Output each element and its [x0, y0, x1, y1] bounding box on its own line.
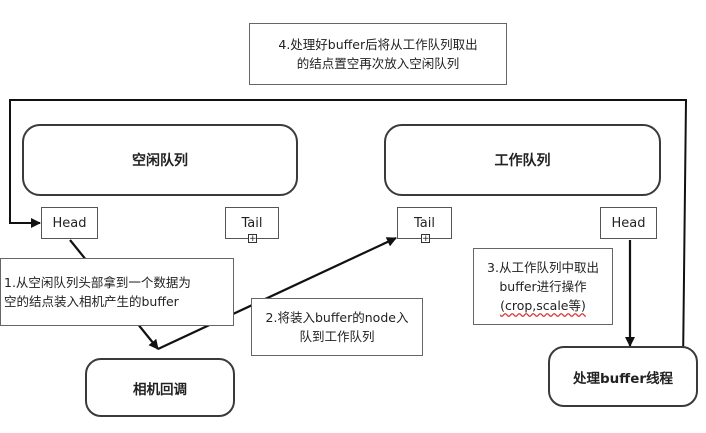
idle-head-label: Head [52, 215, 87, 231]
camera-callback-process: 相机回调 [85, 358, 235, 417]
idle-queue-head: Head [41, 207, 98, 239]
step4-line2: 的结点置空再次放入空闲队列 [296, 56, 460, 71]
buffer-thread-label: 处理buffer线程 [572, 370, 674, 387]
work-tail-plus-icon: + [421, 234, 430, 244]
idle-queue-label: 空闲队列 [132, 153, 188, 169]
callback-to-work-tail-arrow [157, 237, 397, 350]
step2-line1: 2.将装入buffer的node入 [265, 310, 409, 325]
work-queue-label: 工作队列 [494, 153, 551, 169]
step2-note: 2.将装入buffer的node入 队到工作队列 [251, 298, 423, 356]
work-tail-label: Tail [414, 215, 435, 231]
step3-line1: 3.从工作队列中取出 [487, 260, 599, 275]
step3-line3: (crop,scale等) [500, 298, 586, 313]
work-queue-head: Head [600, 207, 657, 239]
step4-line1: 4.处理好buffer后将从工作队列取出 [278, 37, 478, 52]
step3-line2: buffer进行操作 [499, 279, 587, 294]
idle-tail-plus-icon: + [248, 234, 257, 244]
idle-queue-tail: Tail [225, 207, 279, 239]
step2-line2: 队到工作队列 [299, 329, 375, 344]
work-queue: 工作队列 [384, 124, 661, 196]
step1-note: 1.从空闲队列头部拿到一个数据为 空的结点装入相机产生的buffer [0, 258, 234, 326]
idle-queue: 空闲队列 [22, 124, 298, 196]
step1-line1: 1.从空闲队列头部拿到一个数据为 [4, 275, 191, 290]
step1-line2: 空的结点装入相机产生的buffer [4, 294, 179, 309]
camera-callback-label: 相机回调 [133, 381, 187, 398]
buffer-thread-process: 处理buffer线程 [548, 346, 698, 407]
return-loop-line [9, 99, 688, 366]
work-head-label: Head [611, 215, 646, 231]
step4-note: 4.处理好buffer后将从工作队列取出 的结点置空再次放入空闲队列 [249, 23, 507, 85]
idle-tail-label: Tail [241, 215, 263, 231]
step3-note: 3.从工作队列中取出 buffer进行操作 (crop,scale等) [473, 248, 613, 325]
